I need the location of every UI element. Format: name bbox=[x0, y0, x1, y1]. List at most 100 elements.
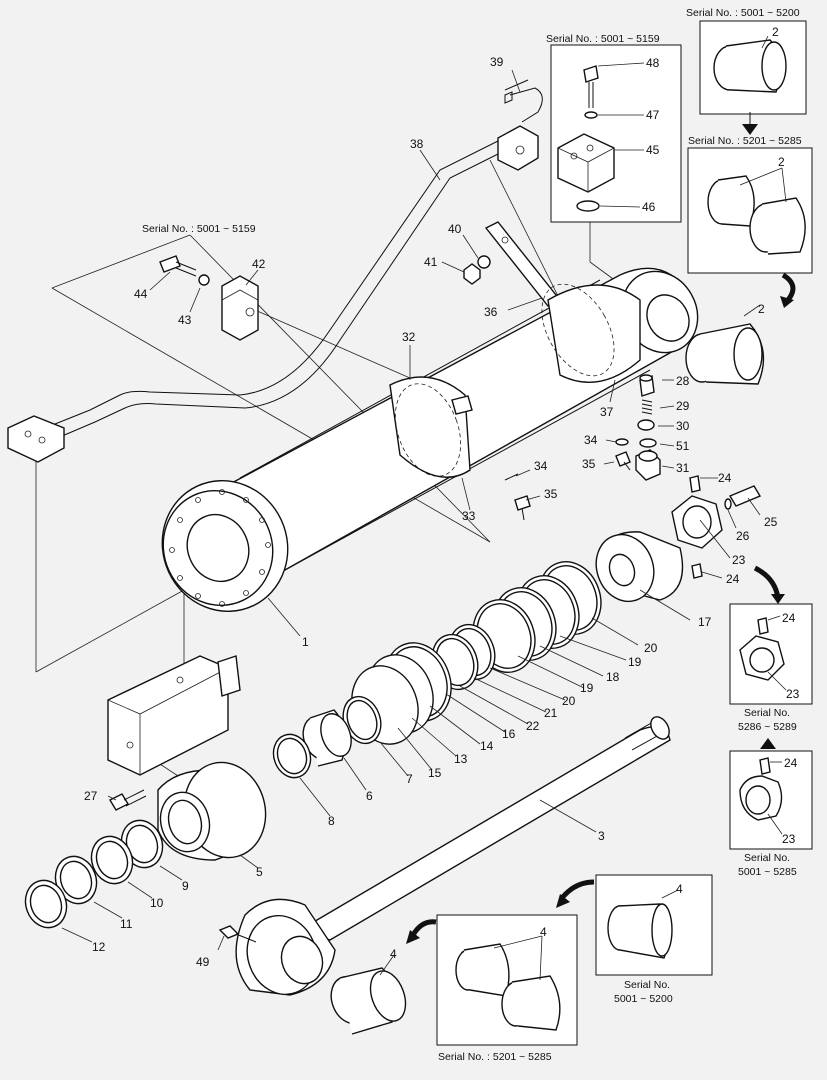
label-9: 9 bbox=[182, 879, 189, 893]
screw-34-mid bbox=[504, 473, 519, 481]
caption-serial-5001-5159-mid: Serial No. : 5001 ~ 5159 bbox=[142, 223, 256, 235]
bolt-27 bbox=[109, 789, 147, 811]
label-8: 8 bbox=[328, 814, 335, 828]
bushing-4-inset-b bbox=[455, 943, 561, 1031]
part-labels: 48 47 45 46 39 38 40 41 42 44 43 36 32 3… bbox=[84, 25, 800, 969]
label-46: 46 bbox=[642, 200, 656, 214]
label-45: 45 bbox=[646, 143, 660, 157]
label-39: 39 bbox=[490, 55, 504, 69]
label-27: 27 bbox=[84, 789, 98, 803]
pin-25 bbox=[728, 485, 762, 507]
label-6: 6 bbox=[366, 789, 373, 803]
caption-serial-5201-5285-top: Serial No. : 5201 ~ 5285 bbox=[688, 135, 802, 147]
label-23-inset-a: 23 bbox=[786, 687, 800, 701]
pointer-arrows bbox=[406, 112, 796, 944]
leader-lines bbox=[61, 35, 787, 981]
label-49: 49 bbox=[196, 955, 210, 969]
ring-12 bbox=[24, 879, 68, 929]
label-48: 48 bbox=[646, 56, 660, 70]
label-24-inset-a: 24 bbox=[782, 611, 796, 625]
label-10: 10 bbox=[150, 896, 164, 910]
washer-47 bbox=[584, 111, 598, 119]
label-34-right: 34 bbox=[584, 433, 598, 447]
bushing-4-main bbox=[330, 967, 407, 1035]
spring-29 bbox=[641, 399, 653, 415]
fitting-block-45 bbox=[557, 133, 615, 193]
ring-8 bbox=[272, 733, 312, 779]
o-ring-51 bbox=[639, 438, 657, 448]
label-47: 47 bbox=[646, 108, 660, 122]
inset-box-fitting-5001-5159 bbox=[550, 44, 682, 223]
nut-23-inset-b bbox=[739, 757, 783, 821]
grease-nipple-49 bbox=[218, 925, 257, 943]
caption-serial-5001-5200-bot-a: Serial No. bbox=[624, 979, 670, 991]
label-15: 15 bbox=[428, 766, 442, 780]
label-33: 33 bbox=[462, 509, 476, 523]
ring-30 bbox=[637, 419, 655, 431]
label-4-main: 4 bbox=[390, 947, 397, 961]
caption-serial-5201-5285-bot: Serial No. : 5201 ~ 5285 bbox=[438, 1051, 552, 1063]
label-34-mid: 34 bbox=[534, 459, 548, 473]
bolt-35-right bbox=[615, 451, 631, 471]
label-25: 25 bbox=[764, 515, 778, 529]
label-40: 40 bbox=[448, 222, 462, 236]
label-1: 1 bbox=[302, 635, 309, 649]
label-14: 14 bbox=[480, 739, 494, 753]
nut-23-inset-a bbox=[739, 617, 785, 681]
bolt-48 bbox=[583, 65, 599, 108]
label-42: 42 bbox=[252, 257, 266, 271]
label-22: 22 bbox=[526, 719, 540, 733]
band-clamp-32 bbox=[389, 376, 473, 478]
label-24-inset-b: 24 bbox=[784, 756, 798, 770]
label-3: 3 bbox=[598, 829, 605, 843]
o-ring-46 bbox=[576, 200, 600, 212]
caption-serial-5286-5289-b: 5286 ~ 5289 bbox=[738, 721, 797, 733]
seal-rings-group bbox=[342, 561, 602, 745]
caption-serial-5001-5200-bot-b: 5001 ~ 5200 bbox=[614, 993, 673, 1005]
caption-serial-5001-5159-top: Serial No. : 5001 ~ 5159 bbox=[546, 33, 660, 45]
caption-serial-5286-5289-a: Serial No. bbox=[744, 707, 790, 719]
clamp-42 bbox=[221, 275, 259, 341]
washer-34-right bbox=[615, 438, 629, 446]
label-4-inset-a: 4 bbox=[676, 882, 683, 896]
label-30: 30 bbox=[676, 419, 690, 433]
label-19-b: 19 bbox=[580, 681, 594, 695]
bushing-4-inset-a bbox=[607, 903, 673, 959]
label-13: 13 bbox=[454, 752, 468, 766]
bushing-6 bbox=[302, 709, 352, 767]
bushing-2-main bbox=[685, 323, 765, 385]
label-26: 26 bbox=[736, 529, 750, 543]
label-18: 18 bbox=[606, 670, 620, 684]
label-37: 37 bbox=[600, 405, 614, 419]
nut-41 bbox=[463, 263, 481, 285]
ring-26 bbox=[724, 498, 732, 510]
label-5: 5 bbox=[256, 865, 263, 879]
nut-23 bbox=[671, 495, 723, 549]
strap-36 bbox=[484, 221, 562, 307]
label-2-top-inset: 2 bbox=[772, 25, 779, 39]
label-17: 17 bbox=[698, 615, 712, 629]
label-43: 43 bbox=[178, 313, 192, 327]
bolt-35-mid bbox=[514, 495, 531, 521]
bushing-2-top-inset bbox=[713, 39, 787, 93]
label-24-a: 24 bbox=[718, 471, 732, 485]
label-12: 12 bbox=[92, 940, 106, 954]
bolt-44 bbox=[159, 255, 197, 277]
label-51: 51 bbox=[676, 439, 690, 453]
label-35-right: 35 bbox=[582, 457, 596, 471]
label-7: 7 bbox=[406, 772, 413, 786]
label-29: 29 bbox=[676, 399, 690, 413]
piston-rod-3 bbox=[235, 716, 671, 996]
ring-10 bbox=[90, 835, 134, 885]
u-bolt-39 bbox=[504, 79, 543, 123]
piston-17 bbox=[595, 531, 684, 603]
label-31: 31 bbox=[676, 461, 690, 475]
label-24-b: 24 bbox=[726, 572, 740, 586]
label-23-inset-b: 23 bbox=[782, 832, 796, 846]
rod-cover-5 bbox=[157, 761, 267, 861]
valve-block bbox=[107, 655, 241, 776]
caption-serial-5001-5200-top: Serial No. : 5001 ~ 5200 bbox=[686, 7, 800, 19]
label-21: 21 bbox=[544, 706, 558, 720]
label-35-mid: 35 bbox=[544, 487, 558, 501]
